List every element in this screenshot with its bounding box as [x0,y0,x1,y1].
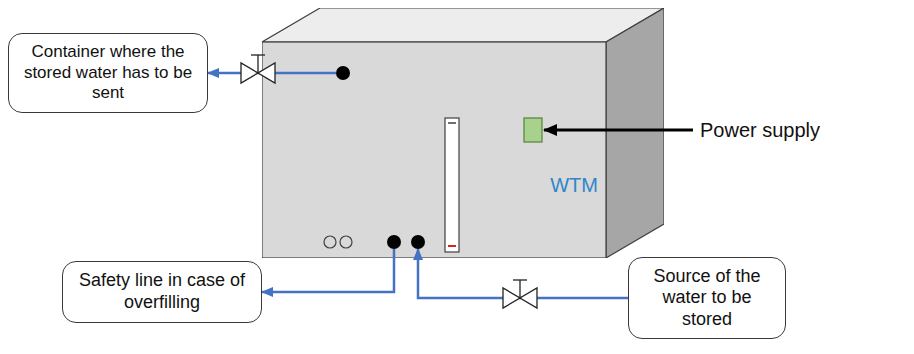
node-text: Source of the water to be stored [639,266,775,331]
outlet-port [336,66,350,80]
destination-box: Container where the stored water has to … [8,33,208,112]
node-text: WTM [550,173,598,197]
overflow-box: Safety line in case of overfilling [62,261,262,322]
water-pipe [418,249,628,298]
node-text: Safety line in case of overfilling [73,270,251,313]
tank-housing: WTM [262,8,664,258]
valve-symbol [503,280,537,308]
valve-symbol [241,55,275,83]
housing-outline [262,8,664,258]
housing-side [606,8,664,258]
water-pipe [262,249,394,292]
gauge-mark [448,122,456,124]
overflow-port [387,235,401,249]
water-level-mark [448,245,456,247]
leader-arrow [544,129,693,132]
indicator-light [340,236,352,248]
water-pipe [208,72,336,75]
housing-top [262,8,664,42]
level-gauge [445,118,459,252]
indicator-light [324,236,336,248]
power-socket [524,118,542,142]
inlet-port [411,235,425,249]
node-text: Container where the stored water has to … [19,42,197,103]
part-label: Power supply [700,118,820,142]
source-box: Source of the water to be stored [628,257,786,340]
housing-front [262,42,606,258]
